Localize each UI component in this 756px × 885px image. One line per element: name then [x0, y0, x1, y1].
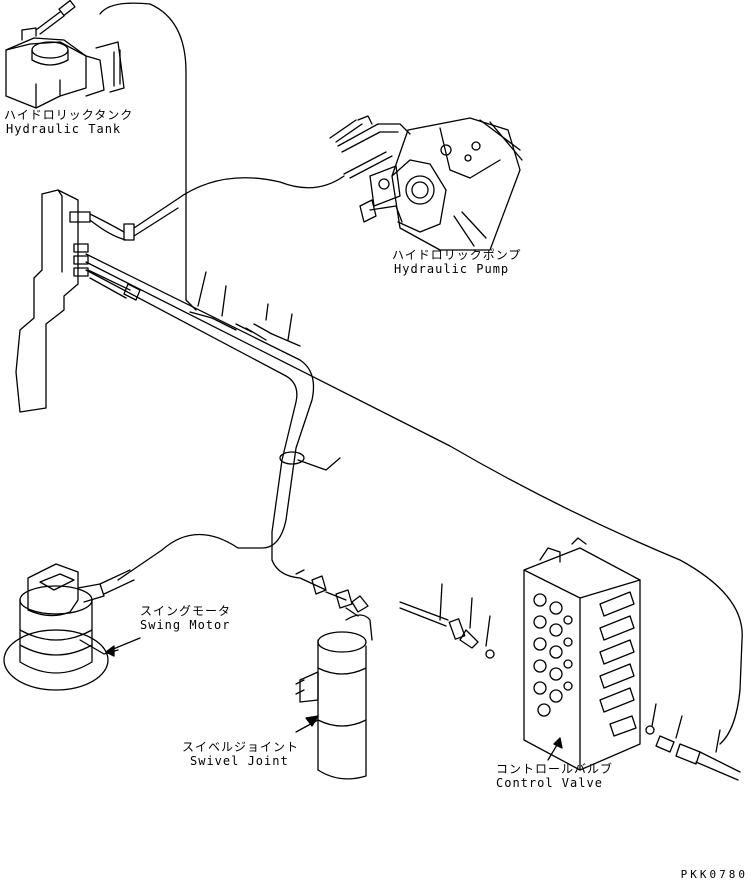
frame-fittings [69, 199, 301, 347]
control-valve-label-jp: コントロールバルブ [496, 762, 614, 776]
hydraulic-tank-label: ハイドロリックタンク Hydraulic Tank [4, 108, 133, 136]
hydraulic-pump [329, 115, 523, 251]
frame-bracket [15, 189, 79, 413]
valve-ports-left [533, 593, 573, 717]
hydraulic-pump-label: ハイドロリックポンプ Hydraulic Pump [392, 248, 521, 276]
swivel-joint [295, 569, 373, 780]
hydraulic-pump-label-jp: ハイドロリックポンプ [392, 248, 522, 262]
hydraulic-lines [85, 2, 743, 745]
hydraulic-tank [5, 0, 125, 109]
swing-motor [3, 563, 135, 691]
valve-outlet-fittings [645, 703, 741, 781]
swivel-joint-label-en: Swivel Joint [190, 754, 289, 768]
swing-motor-label: スイングモータ Swing Motor [140, 604, 231, 632]
leader-arrows [105, 637, 563, 761]
valve-spools-right [599, 591, 637, 737]
swing-motor-label-jp: スイングモータ [140, 604, 232, 618]
control-valve-label: コントロールバルブ Control Valve [496, 762, 613, 790]
hydraulic-tank-label-en: Hydraulic Tank [6, 122, 122, 136]
valve-inlet-fittings [399, 583, 495, 659]
swing-motor-label-en: Swing Motor [140, 618, 231, 632]
pipe-clamp [279, 451, 341, 471]
control-valve-label-en: Control Valve [496, 776, 603, 790]
hydraulic-pump-label-en: Hydraulic Pump [394, 262, 510, 276]
hydraulic-tank-label-jp: ハイドロリックタンク [4, 108, 134, 122]
swivel-joint-label: スイベルジョイント Swivel Joint [182, 740, 299, 768]
swivel-joint-label-jp: スイベルジョイント [182, 740, 300, 754]
drawing-code: PKK0780 [680, 868, 748, 881]
control-valve [523, 537, 641, 771]
